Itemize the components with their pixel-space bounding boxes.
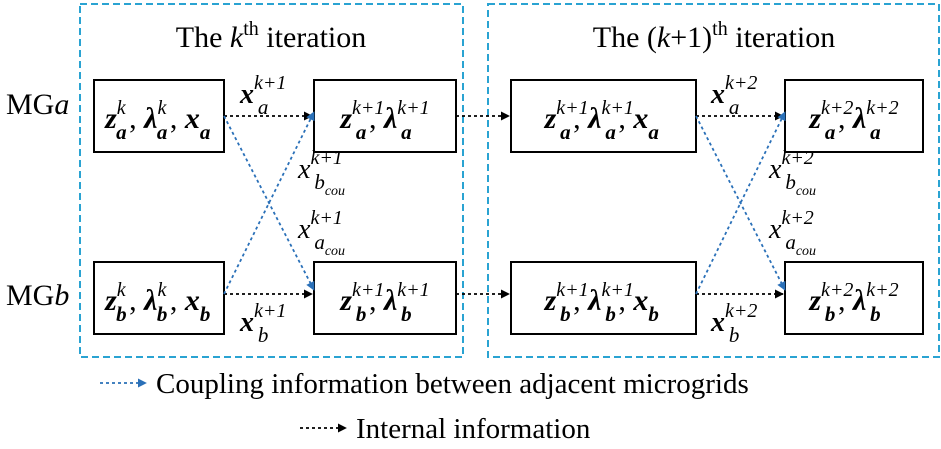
row-label-mgb: MGb: [6, 279, 69, 312]
coupling-arrow-a3-b4: [695, 115, 786, 291]
title-iteration-k: The kth iteration: [176, 18, 367, 54]
frame-iteration-k1: [487, 3, 940, 358]
coupling-arrow-b1-a2: [223, 111, 315, 295]
node-box-a1: [93, 79, 225, 153]
coupling-arrow-b3-a4: [695, 111, 786, 295]
legend-coupling-text: Coupling information between adjacent mi…: [156, 368, 749, 400]
node-box-b4: [784, 261, 924, 335]
coupling-arrow-a1-b2: [223, 115, 315, 291]
legend-internal-text: Internal information: [356, 413, 591, 445]
node-box-a2: [313, 79, 457, 153]
node-box-a3: [510, 79, 697, 153]
node-box-b1: [93, 261, 225, 335]
node-box-b3: [510, 261, 697, 335]
node-box-b2: [313, 261, 457, 335]
frame-iteration-k: [79, 3, 464, 358]
row-label-mga: MGa: [6, 88, 69, 121]
title-iteration-k1: The (k+1)th iteration: [593, 18, 835, 54]
